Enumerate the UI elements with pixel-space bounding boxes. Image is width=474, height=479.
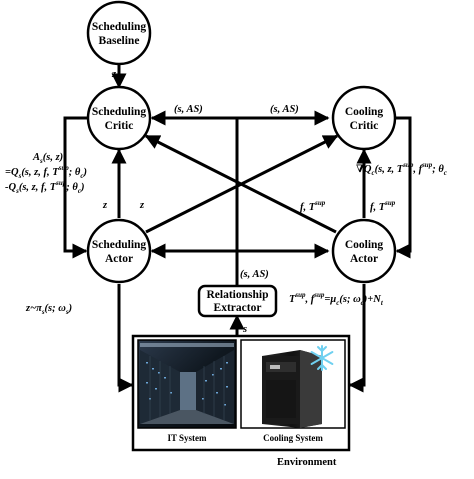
node-scheduling-actor: Scheduling Actor [86,218,152,284]
cool-actor-to-sched-critic-arrow [144,134,337,234]
node-cooling-actor: Cooling Actor [331,218,397,284]
cooling-system-label: Cooling System [263,433,323,443]
it-system-image [137,339,237,429]
node-scheduling-critic: Scheduling Critic [86,85,152,151]
connectors [63,65,412,393]
scheduling-baseline-line2: Baseline [99,35,140,47]
snowflake-icon [310,345,334,371]
label-top-right-s-as: (s, AS) [270,104,299,115]
cooling-policy-formula: Tsup, fsup=μc(s; ωc)+Nt [289,291,384,307]
cooling-actor-line2: Actor [350,253,378,265]
sched-critic-to-actor-loop [63,116,88,259]
node-cooling-critic: Cooling Critic [331,85,397,151]
label-right-f-tsup: f, Tsup [370,199,396,213]
relationship-extractor-line2: Extractor [214,302,262,314]
scheduling-critic-line2: Critic [105,120,134,132]
gradient-formula: ∇Qc(s, z, Tsup, fsup; θc [356,161,447,177]
node-scheduling-baseline: Scheduling Baseline [86,0,152,66]
scheduling-critic-line1: Scheduling [92,106,147,118]
relationship-extractor-line1: Relationship [207,289,269,301]
advantage-formula: As(s, z) =Qs(s, z, f, Tsup; θc) -Qs(s, z… [5,152,87,195]
label-mid-s-as: (s, AS) [240,269,269,280]
label-cross-f-tsup: f, Tsup [300,199,326,213]
advantage-line1: As(s, z) [32,152,63,165]
label-extractor-s: s [242,324,247,335]
cool-actor-to-cooling-arrow [348,284,366,393]
label-left-z: z [102,200,108,211]
label-top-left-s-as: (s, AS) [174,104,203,115]
it-system-label: IT System [167,433,207,443]
sched-actor-to-it-arrow [117,284,134,393]
node-relationship-extractor: Relationship Extractor [197,284,278,318]
scheduling-actor-line2: Actor [105,253,133,265]
cool-critic-to-actor-loop [395,116,412,259]
cooling-critic-line1: Cooling [345,106,384,118]
advantage-line2: =Qs(s, z, f, Tsup; θc) [5,164,87,180]
scheduling-baseline-line1: Scheduling [92,21,147,33]
environment-label: Environment [277,457,337,468]
label-cross-z: z [139,200,145,211]
cooling-critic-line2: Critic [350,120,379,132]
advantage-line3: -Qs(s, z, f, Tsup; θc) [5,179,84,195]
cooling-system-image [240,339,346,429]
scheduling-policy-formula: z~πs(s; ωs) [25,303,72,316]
cooling-actor-line1: Cooling [345,239,384,251]
label-baseline-z: z [111,69,117,80]
environment-panel: IT System Cooling System [131,334,351,452]
scheduling-actor-line1: Scheduling [92,239,147,251]
